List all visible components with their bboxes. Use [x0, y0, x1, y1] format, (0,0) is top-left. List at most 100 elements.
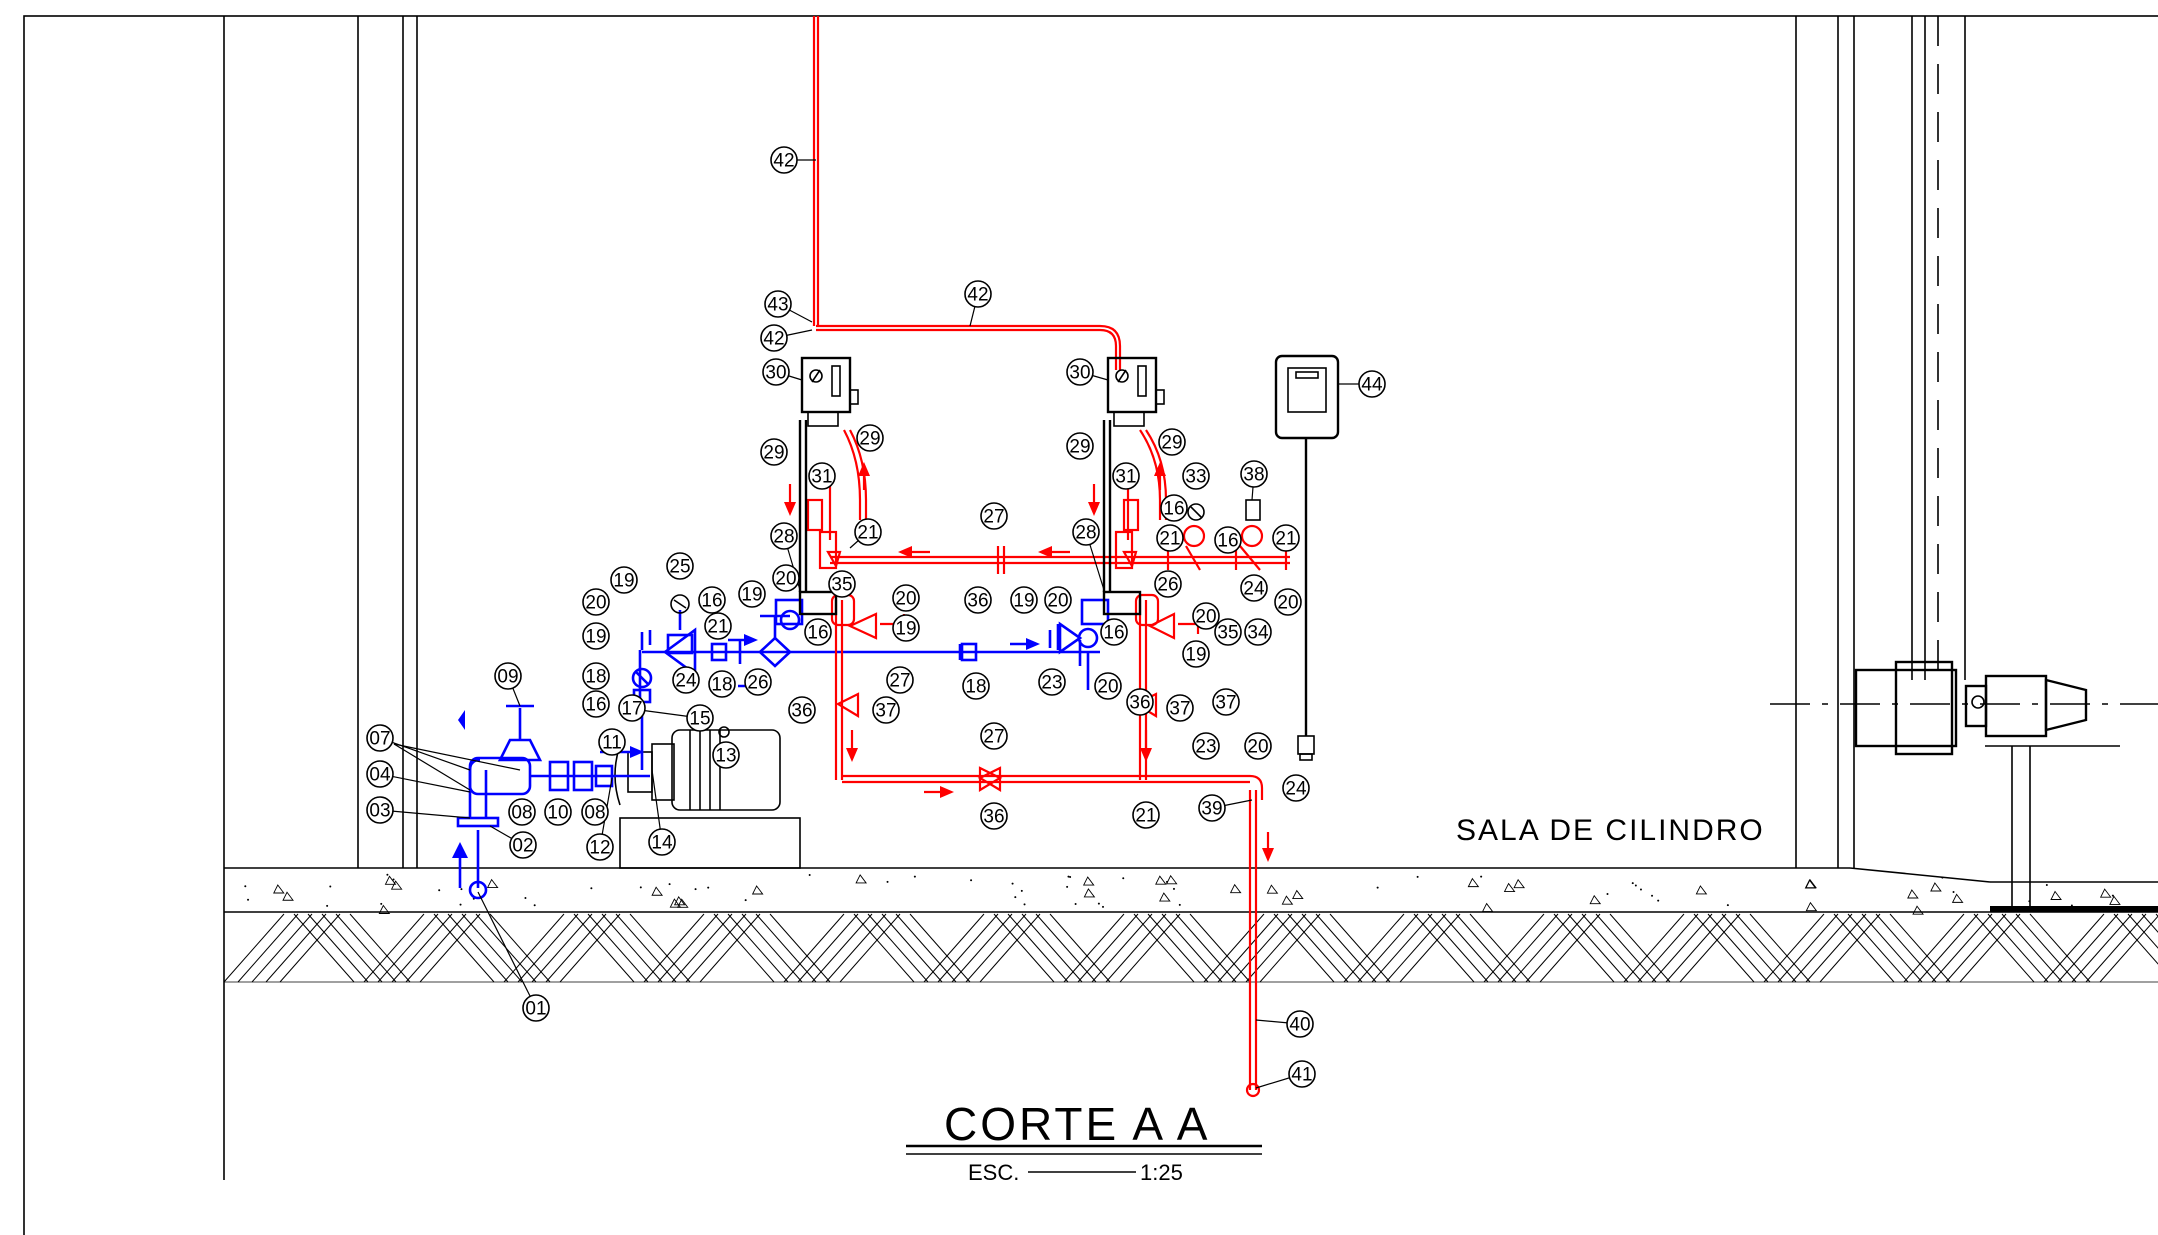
tag-circle — [1240, 460, 1268, 488]
pump-base — [619, 817, 801, 869]
item-tag: 29 — [1158, 428, 1186, 456]
tag-circle — [738, 580, 766, 608]
aggregate-dot — [380, 902, 383, 905]
item-tag: 29 — [856, 424, 884, 452]
tag-circle — [1212, 688, 1240, 716]
hatch-line — [1763, 913, 1825, 983]
aggregate-dot — [524, 897, 527, 900]
hot-water-pipeline — [806, 16, 1290, 1098]
item-tag: 20 — [1244, 732, 1272, 760]
tag-circle — [1244, 732, 1272, 760]
item-tag: 13 — [712, 741, 740, 769]
aggregate-mark — [1281, 895, 1294, 905]
tag-circle — [1274, 588, 1302, 616]
tag-circle — [1182, 462, 1210, 490]
hatch-line — [265, 913, 327, 983]
hatch-line — [1161, 913, 1223, 983]
room-label: SALA DE CILINDRO — [1456, 814, 1765, 847]
tag-number: 42 — [967, 285, 988, 306]
hatch-line — [405, 913, 467, 983]
hatch-line — [993, 913, 1055, 983]
tag-circle — [582, 690, 610, 718]
leader-line — [379, 773, 471, 793]
aggregate-dot — [459, 903, 462, 906]
hatch-line — [1819, 913, 1881, 983]
aggregate-dot — [694, 888, 697, 891]
tag-number: 27 — [889, 671, 910, 692]
hatch-line — [1637, 913, 1699, 983]
item-tag: 26 — [1154, 570, 1182, 598]
aggregate-mark — [2109, 895, 2121, 905]
tag-circle — [598, 728, 626, 756]
hatch-line — [1483, 913, 1545, 983]
aggregate-dot — [2070, 904, 2073, 907]
hatch-line — [1805, 913, 1867, 983]
tag-circle — [712, 741, 740, 769]
hatch-line — [1539, 913, 1601, 983]
hatch-line — [1959, 913, 2021, 983]
tag-circle — [366, 724, 394, 752]
aggregate-dot — [886, 880, 889, 883]
aggregate-mark — [1467, 877, 1480, 888]
tag-number: 21 — [1159, 529, 1180, 550]
tag-circle — [1072, 518, 1100, 546]
aggregate-mark — [2099, 888, 2112, 898]
tag-circle — [366, 760, 394, 788]
aggregate-mark — [1513, 878, 1526, 889]
tag-number: 19 — [741, 585, 762, 606]
hatch-line — [1091, 913, 1153, 983]
tag-number: 04 — [369, 765, 391, 786]
hatch-line — [1623, 913, 1685, 983]
hatch-line — [685, 913, 747, 983]
hatch-line — [2029, 913, 2091, 983]
tag-number: 19 — [1185, 645, 1206, 666]
hatch-line — [769, 913, 831, 983]
aggregate-mark — [1695, 885, 1708, 895]
hatch-line — [1525, 913, 1587, 983]
item-tag: 20 — [772, 564, 800, 592]
aggregate-dot — [590, 887, 593, 890]
tag-number: 26 — [747, 673, 768, 694]
tag-circle — [1044, 586, 1072, 614]
item-tag: 16 — [582, 690, 610, 718]
hatch-line — [1063, 913, 1125, 983]
hatch-line — [447, 913, 509, 983]
aggregate-dot — [1606, 893, 1609, 896]
item-tag: 30 — [1066, 358, 1094, 386]
hatch-line — [643, 913, 705, 983]
aggregate-dot — [1631, 882, 1634, 885]
hatch-line — [741, 913, 803, 983]
tag-circle — [1288, 1060, 1316, 1088]
tag-number: 30 — [765, 363, 786, 384]
tag-number: 08 — [584, 803, 605, 824]
hatch-line — [377, 913, 439, 983]
aggregate-dot — [386, 873, 389, 876]
tag-circle — [872, 696, 900, 724]
item-tag: 33 — [1182, 462, 1210, 490]
hatch-line — [867, 913, 929, 983]
aggregate-dot — [247, 898, 250, 901]
hatch-line — [1875, 913, 1937, 983]
tag-number: 14 — [651, 833, 673, 854]
tag-circle — [772, 564, 800, 592]
hatch-line — [1679, 913, 1741, 983]
hatch-line — [629, 913, 691, 983]
tag-circle — [1038, 668, 1066, 696]
hatch-line — [1847, 913, 1909, 983]
hatch-line — [1903, 913, 1965, 983]
aggregate-dot — [1941, 876, 1944, 879]
tag-number: 37 — [1169, 699, 1190, 720]
tag-circle — [854, 518, 882, 546]
item-tag: 21 — [1156, 524, 1184, 552]
tag-number: 11 — [602, 733, 622, 754]
item-tag: 37 — [1166, 694, 1194, 722]
item-tag: 27 — [980, 502, 1008, 530]
aggregate-mark — [378, 904, 391, 914]
tag-circle — [804, 618, 832, 646]
item-tag: 16 — [1100, 618, 1128, 646]
hatch-line — [1315, 913, 1377, 983]
tag-circle — [1094, 672, 1122, 700]
hatch-line — [293, 913, 355, 983]
aggregate-dot — [1726, 904, 1729, 907]
